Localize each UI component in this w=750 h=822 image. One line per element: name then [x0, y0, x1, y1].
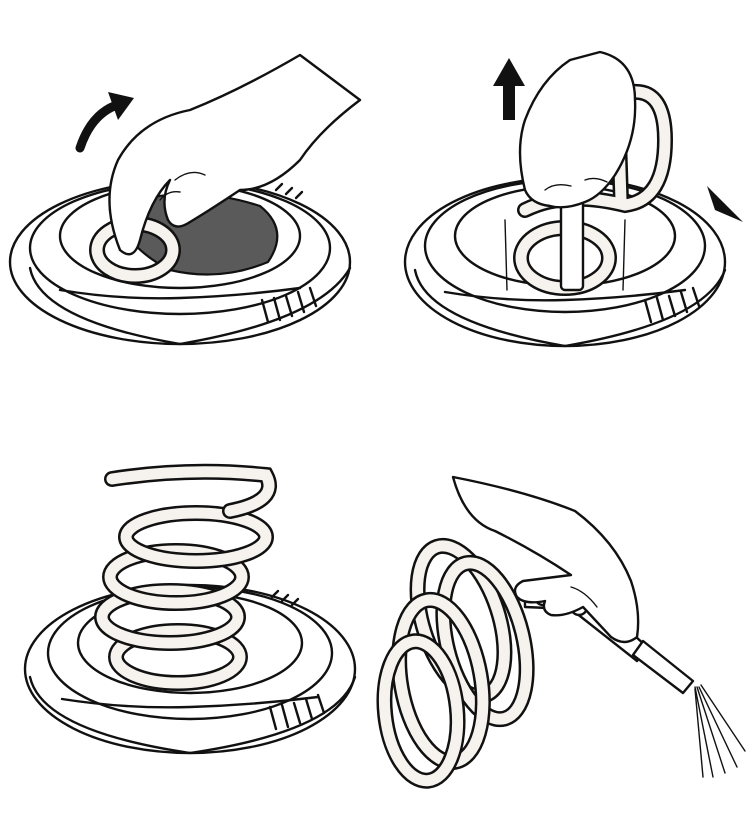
step-3-illustration [23, 463, 357, 755]
extended-hose-coil [94, 463, 277, 691]
step-3-panel [0, 411, 375, 822]
grip-slots [643, 286, 701, 324]
step-2-illustration [403, 50, 743, 348]
rotate-arrow-icon [707, 186, 743, 222]
up-arrow-icon [493, 58, 525, 120]
step-4-illustration [376, 475, 746, 789]
step-4-panel [375, 411, 750, 822]
hand [518, 50, 637, 209]
water-spray [694, 684, 746, 778]
step-1-illustration [8, 53, 362, 346]
grip-slots [260, 182, 318, 324]
hand [108, 53, 362, 256]
grip-slots [268, 589, 326, 731]
curved-arrow-icon [75, 92, 134, 153]
step-1-panel [0, 0, 375, 411]
step-2-panel [375, 0, 750, 411]
loose-hose-coils [376, 537, 535, 789]
